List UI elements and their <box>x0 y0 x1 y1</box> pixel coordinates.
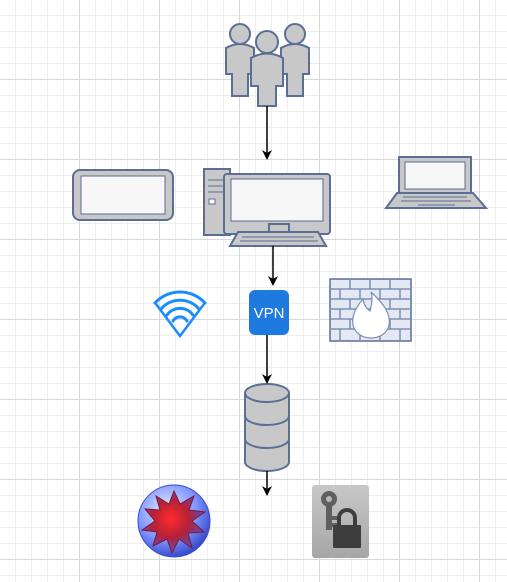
key-lock-icon <box>312 485 369 558</box>
laptop-icon <box>384 156 489 209</box>
vpn-icon: VPN <box>249 290 289 335</box>
wifi-icon <box>153 290 207 339</box>
users-group-icon <box>225 23 310 107</box>
malware-virus-icon <box>137 484 211 558</box>
firewall-icon <box>329 278 412 342</box>
desktop-computer-icon <box>203 168 331 247</box>
tablet-icon <box>72 169 174 221</box>
connector-edges <box>262 106 278 496</box>
vpn-label: VPN <box>254 305 285 322</box>
database-icon <box>244 383 290 472</box>
